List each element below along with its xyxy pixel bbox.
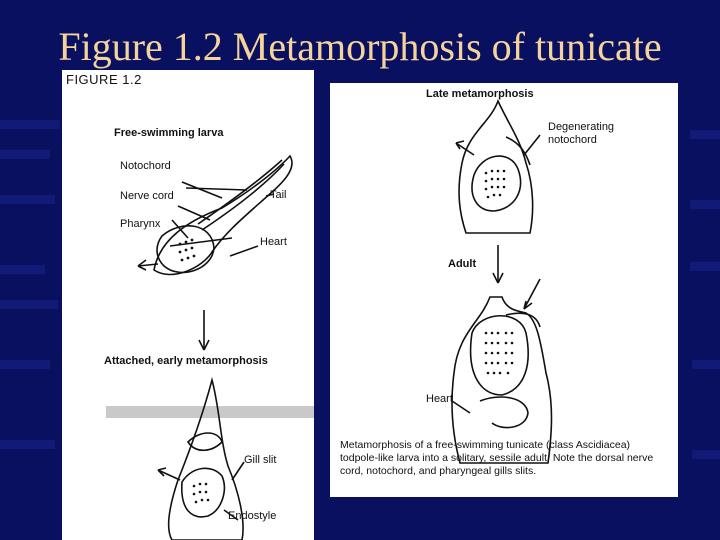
adult-outline <box>451 296 553 464</box>
label-pharynx: Pharynx <box>120 218 161 230</box>
label-heart: Heart <box>260 236 287 248</box>
label-endostyle: Endostyle <box>228 510 277 522</box>
label-nerve-cord: Nerve cord <box>120 190 174 202</box>
notochord-line <box>201 163 285 231</box>
figure-panel-larva: FIGURE 1.2 <box>62 70 314 540</box>
label-degenerating-notochord-line2: notochord <box>548 134 597 146</box>
late-outline <box>458 98 534 234</box>
figure-panel-adult: Late metamorphosis Degenerating notochor… <box>330 83 678 497</box>
scan-shadow <box>106 406 314 418</box>
figure-label: FIGURE 1.2 <box>66 72 142 87</box>
figure-caption: Metamorphosis of a free-swimming tunicat… <box>340 439 654 477</box>
label-heart-adult: Heart <box>426 393 453 405</box>
label-degenerating-notochord-line1: Degenerating <box>548 121 615 133</box>
label-tail: Tail <box>270 189 287 201</box>
stage-label-attached: Attached, early metamorphosis <box>104 355 268 367</box>
attached-outline <box>167 376 244 540</box>
adult-illustration <box>451 98 553 464</box>
label-notochord: Notochord <box>120 160 171 172</box>
label-gill-slit: Gill slit <box>244 454 277 466</box>
slide-title: Figure 1.2 Metamorphosis of tunicate <box>58 24 662 69</box>
larva-illustration <box>137 154 293 540</box>
nerve-cord-line <box>197 159 283 225</box>
stage-label-free-swimming-larva: Free-swimming larva <box>114 127 224 139</box>
stage-label-adult: Adult <box>448 258 477 270</box>
larva-head <box>156 225 215 274</box>
stage-label-late-metamorphosis: Late metamorphosis <box>426 88 534 100</box>
